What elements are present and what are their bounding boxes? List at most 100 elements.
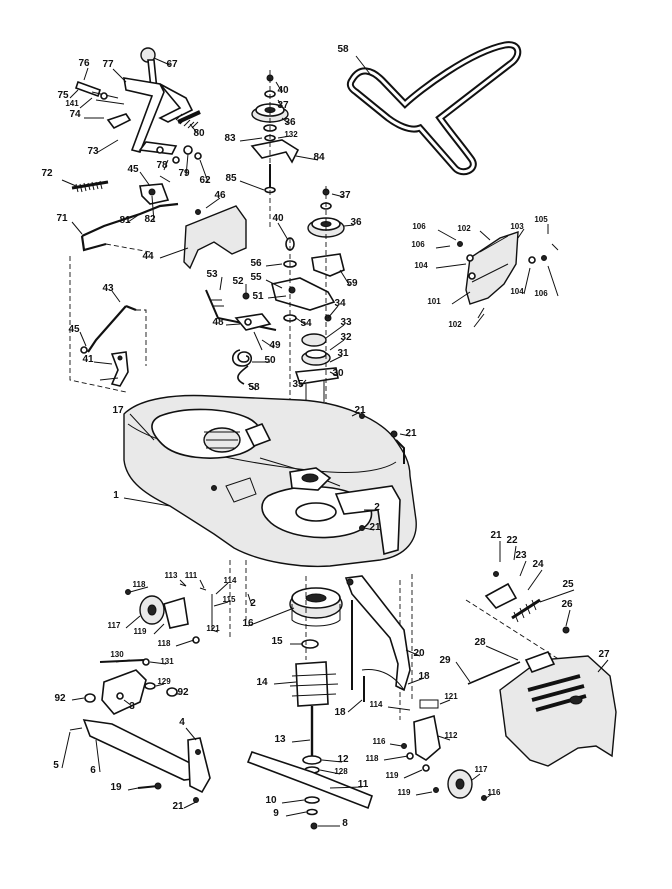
callout-12: 12 <box>337 754 349 765</box>
callout-77: 77 <box>102 59 114 70</box>
callout-41: 41 <box>82 354 94 365</box>
callout-31: 31 <box>337 348 349 359</box>
callout-23: 23 <box>515 550 527 561</box>
callout-56: 56 <box>250 258 262 269</box>
callout-50: 50 <box>264 355 276 366</box>
callout-59: 59 <box>346 278 358 289</box>
callout-129: 129 <box>157 677 171 686</box>
callout-67: 67 <box>166 59 178 70</box>
callout-16: 16 <box>242 618 254 629</box>
idler-pulley-stack-lower <box>271 186 345 440</box>
callout-21d: 21 <box>490 530 502 541</box>
callout-114b: 114 <box>370 700 383 709</box>
discharge-chute <box>465 571 617 767</box>
callout-11: 11 <box>358 779 369 790</box>
callout-8: 8 <box>342 818 348 829</box>
callout-43: 43 <box>102 283 114 294</box>
idler-pulley-stack-upper <box>250 70 300 230</box>
callout-36a: 36 <box>284 117 296 128</box>
callout-106b: 106 <box>411 240 425 249</box>
callout-111: 111 <box>185 571 198 580</box>
callout-52: 52 <box>232 276 244 287</box>
callout-36b: 36 <box>350 217 362 228</box>
callout-78: 78 <box>156 160 168 171</box>
anti-scalp-wheel-right <box>399 574 487 801</box>
callout-3: 3 <box>129 701 135 712</box>
callout-51: 51 <box>252 291 264 302</box>
callout-10: 10 <box>265 795 277 806</box>
callout-72: 72 <box>41 168 53 179</box>
callout-27: 27 <box>598 649 610 660</box>
callout-131: 131 <box>160 657 174 666</box>
callout-37a: 37 <box>277 100 289 111</box>
callout-40b: 40 <box>272 213 284 224</box>
callout-113: 113 <box>165 571 178 580</box>
callout-117a: 117 <box>108 621 121 630</box>
callout-83: 83 <box>224 133 236 144</box>
callout-9: 9 <box>273 808 279 819</box>
callout-44: 44 <box>142 251 154 262</box>
callout-121a: 121 <box>206 624 220 633</box>
callout-19: 19 <box>110 782 122 793</box>
callout-85: 85 <box>225 173 237 184</box>
callout-102b: 102 <box>448 320 462 329</box>
callout-116b: 116 <box>488 788 501 797</box>
callout-104a: 104 <box>414 261 428 270</box>
callout-106c: 106 <box>534 289 548 298</box>
callout-132: 132 <box>284 130 298 139</box>
callout-18a: 18 <box>418 671 430 682</box>
anti-scalp-wheel-left <box>125 560 247 644</box>
callout-128: 128 <box>334 767 348 776</box>
callout-54: 54 <box>300 318 312 329</box>
callout-119c: 119 <box>398 788 411 797</box>
callout-115: 115 <box>223 595 236 604</box>
callout-53: 53 <box>206 269 218 280</box>
callout-101: 101 <box>427 297 441 306</box>
callout-22: 22 <box>506 535 518 546</box>
callout-119b: 119 <box>386 771 399 780</box>
callout-102a: 102 <box>457 224 471 233</box>
callout-76: 76 <box>78 58 90 69</box>
callout-2a: 2 <box>374 502 380 513</box>
callout-34: 34 <box>334 298 346 309</box>
callout-81: 81 <box>119 215 131 226</box>
callout-92a: 92 <box>54 693 66 704</box>
callout-58a: 58 <box>337 44 349 55</box>
callout-26: 26 <box>561 599 573 610</box>
callout-25: 25 <box>562 579 574 590</box>
drive-belt <box>346 41 522 176</box>
callout-119a: 119 <box>134 627 147 636</box>
callout-21a: 21 <box>354 405 366 416</box>
callout-103: 103 <box>510 222 524 231</box>
callout-58b: 58 <box>248 382 260 393</box>
callout-71: 71 <box>56 213 68 224</box>
deck-lift-linkage <box>69 47 202 393</box>
leader-lines <box>61 55 609 827</box>
deck-lift-arm <box>344 575 411 702</box>
front-hanger-brackets <box>69 658 211 803</box>
callout-37b: 37 <box>339 190 351 201</box>
belt-guard <box>183 205 247 270</box>
callout-35: 35 <box>292 379 304 390</box>
callout-15: 15 <box>271 636 283 647</box>
callout-73: 73 <box>87 146 99 157</box>
callout-117b: 117 <box>475 765 488 774</box>
callout-18b: 18 <box>334 707 346 718</box>
callout-84: 84 <box>313 152 325 163</box>
callout-28: 28 <box>474 637 486 648</box>
callout-1: 1 <box>113 490 119 501</box>
callout-46: 46 <box>214 190 226 201</box>
callout-33: 33 <box>340 317 352 328</box>
callout-106a: 106 <box>412 222 426 231</box>
callout-13: 13 <box>274 734 286 745</box>
callout-2b: 2 <box>250 598 256 609</box>
callout-112: 112 <box>445 731 458 740</box>
callout-130: 130 <box>110 650 124 659</box>
callout-62: 62 <box>199 175 211 186</box>
callout-92b: 92 <box>177 687 189 698</box>
callout-14: 14 <box>256 677 268 688</box>
callout-116a: 116 <box>373 737 386 746</box>
callout-6: 6 <box>90 765 96 776</box>
